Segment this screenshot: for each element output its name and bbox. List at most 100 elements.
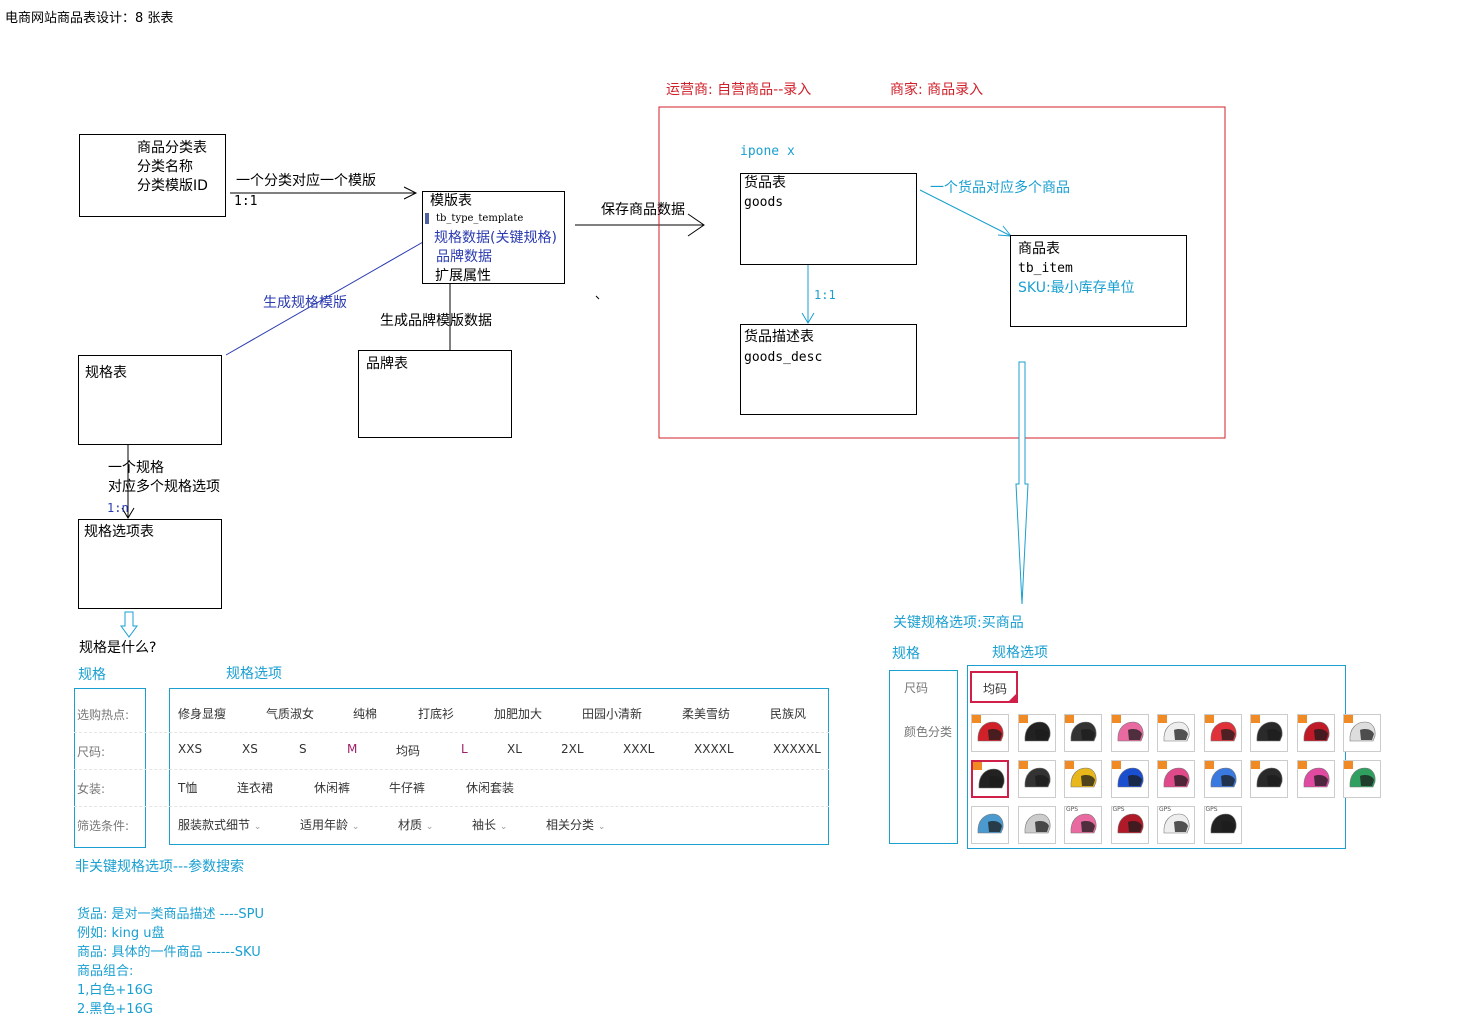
helmet-icon — [1256, 721, 1283, 742]
key-spec-name-frame — [889, 670, 958, 844]
goods-desc-table-box: 货品描述表 goods_desc — [740, 324, 917, 415]
filter-dropdown-label: 服装款式细节 — [178, 818, 251, 832]
color-option-thumb[interactable] — [1017, 714, 1056, 752]
promo-corner-icon — [1111, 715, 1121, 723]
helmet-icon — [1163, 767, 1190, 788]
filter-dropdown[interactable]: 服装款式细节 ⌄ — [178, 816, 261, 833]
color-option-thumb[interactable] — [1343, 760, 1381, 798]
color-option-thumb[interactable] — [1064, 714, 1102, 752]
color-option-thumb[interactable] — [1157, 760, 1195, 798]
category-template-ratio: 1:1 — [234, 194, 258, 209]
color-option-thumb[interactable] — [1250, 760, 1288, 798]
color-option-thumb[interactable] — [1296, 714, 1335, 752]
filter-option[interactable]: XL — [507, 742, 522, 756]
spec-option-table-box: 规格选项表 — [78, 519, 222, 609]
spec-options-column-frame — [169, 688, 829, 845]
key-spec-options-frame — [967, 665, 1346, 849]
save-goods-data-label: 保存商品数据 — [601, 202, 685, 218]
filter-option[interactable]: 牛仔裤 — [389, 781, 426, 795]
color-option-thumb[interactable]: GPS — [1157, 806, 1195, 844]
filter-dropdown[interactable]: 袖长 ⌄ — [472, 816, 507, 833]
color-option-thumb[interactable] — [1296, 760, 1335, 798]
helmet-icon — [1163, 721, 1190, 742]
color-option-thumb[interactable] — [1157, 714, 1195, 752]
helmet-icon — [1024, 813, 1050, 834]
filter-dropdown[interactable]: 适用年龄 ⌄ — [300, 816, 359, 833]
goods-desc-ratio: 1:1 — [814, 288, 836, 302]
filter-option[interactable]: 连衣裙 — [237, 781, 274, 795]
color-option-thumb[interactable]: GPS — [1110, 806, 1149, 844]
filter-option[interactable]: XXXL — [623, 742, 655, 756]
size-option-selected[interactable]: 均码 — [970, 671, 1018, 703]
filter-dropdown-label: 袖长 — [472, 818, 497, 832]
promo-corner-icon — [1018, 761, 1028, 769]
filter-option[interactable]: 加肥加大 — [494, 707, 543, 721]
promo-corner-icon — [1344, 715, 1353, 723]
color-option-thumb[interactable] — [971, 714, 1009, 752]
filter-option[interactable]: XXXXXL — [773, 742, 821, 756]
color-option-thumb[interactable] — [1250, 714, 1288, 752]
color-option-thumb[interactable] — [1064, 760, 1102, 798]
key-spec-options-label: 规格选项 — [992, 645, 1048, 661]
filter-dropdown-label: 相关分类 — [546, 818, 595, 832]
filter-option[interactable]: 打底衫 — [418, 707, 455, 721]
helmet-icon — [1303, 767, 1329, 788]
filter-option[interactable]: 均码 — [396, 744, 421, 758]
color-option-thumb[interactable] — [1203, 760, 1242, 798]
filter-option[interactable]: T恤 — [178, 781, 198, 795]
helmet-icon — [1117, 721, 1143, 742]
filter-option[interactable]: 田园小清新 — [582, 707, 643, 721]
filter-option[interactable]: 纯棉 — [353, 707, 378, 721]
spec-panel-options-label: 规格选项 — [226, 666, 282, 682]
helmet-icon — [1210, 721, 1236, 742]
filter-option[interactable]: 气质淑女 — [266, 707, 315, 721]
color-option-thumb[interactable]: GPS — [1203, 806, 1242, 844]
filter-option[interactable]: 民族风 — [770, 707, 807, 721]
template-box-title: 模版表 — [430, 193, 472, 209]
filter-option[interactable]: XXS — [178, 742, 203, 756]
color-option-thumb[interactable] — [971, 806, 1009, 844]
color-option-thumb[interactable] — [971, 760, 1009, 798]
filter-option[interactable]: XXXXL — [694, 742, 734, 756]
filter-dropdown[interactable]: 相关分类 ⌄ — [546, 816, 605, 833]
filter-option[interactable]: 休闲套装 — [466, 781, 515, 795]
color-option-thumb[interactable] — [1203, 714, 1242, 752]
filter-option[interactable]: 修身显瘦 — [178, 707, 227, 721]
color-option-thumb[interactable] — [1017, 806, 1056, 844]
helmet-icon — [977, 813, 1004, 834]
brand-box-title: 品牌表 — [366, 356, 408, 372]
filter-option[interactable]: 柔美雪纺 — [682, 707, 731, 721]
promo-corner-icon — [1344, 761, 1353, 769]
template-table-box: 模版表 tb_type_template 规格数据(关键规格) 品牌数据 扩展属… — [422, 191, 565, 284]
filter-option[interactable]: 2XL — [561, 742, 584, 756]
note-line-3: 商品: 具体的一件商品 ------SKU — [77, 945, 261, 960]
filter-option[interactable]: 休闲裤 — [314, 781, 351, 795]
spec-option-box-title: 规格选项表 — [84, 524, 154, 540]
operator-label: 运营商: 自营商品--录入 — [666, 82, 812, 98]
template-box-spec-data: 规格数据(关键规格) — [434, 230, 557, 246]
filter-row-label: 筛选条件: — [77, 819, 130, 833]
filter-option[interactable]: M — [347, 742, 358, 756]
filter-option[interactable]: S — [299, 742, 307, 756]
color-attr-label: 颜色分类 — [904, 725, 953, 739]
promo-corner-icon — [1158, 761, 1167, 769]
color-option-thumb[interactable] — [1017, 760, 1056, 798]
filter-dropdown[interactable]: 材质 ⌄ — [398, 816, 433, 833]
filter-row-label: 选购热点: — [77, 708, 130, 722]
color-option-thumb[interactable] — [1110, 714, 1149, 752]
template-box-ext-attrs: 扩展属性 — [435, 268, 491, 284]
promo-corner-icon — [1065, 715, 1074, 723]
color-option-thumb[interactable]: GPS — [1064, 806, 1102, 844]
color-option-thumb[interactable] — [1110, 760, 1149, 798]
promo-corner-icon — [1018, 715, 1028, 723]
filter-row-women: 女装: T恤 连衣裙 休闲裤 牛仔裤 休闲套装 — [74, 769, 829, 807]
gps-badge: GPS — [1066, 806, 1079, 813]
promo-corner-icon — [1251, 715, 1260, 723]
chevron-down-icon: ⌄ — [597, 822, 606, 832]
category-box-line2: 分类名称 — [137, 159, 193, 175]
color-option-thumb[interactable] — [1343, 714, 1381, 752]
chevron-down-icon: ⌄ — [425, 822, 434, 832]
promo-corner-icon — [1204, 761, 1214, 769]
filter-option[interactable]: L — [461, 742, 468, 756]
filter-option[interactable]: XS — [242, 742, 258, 756]
